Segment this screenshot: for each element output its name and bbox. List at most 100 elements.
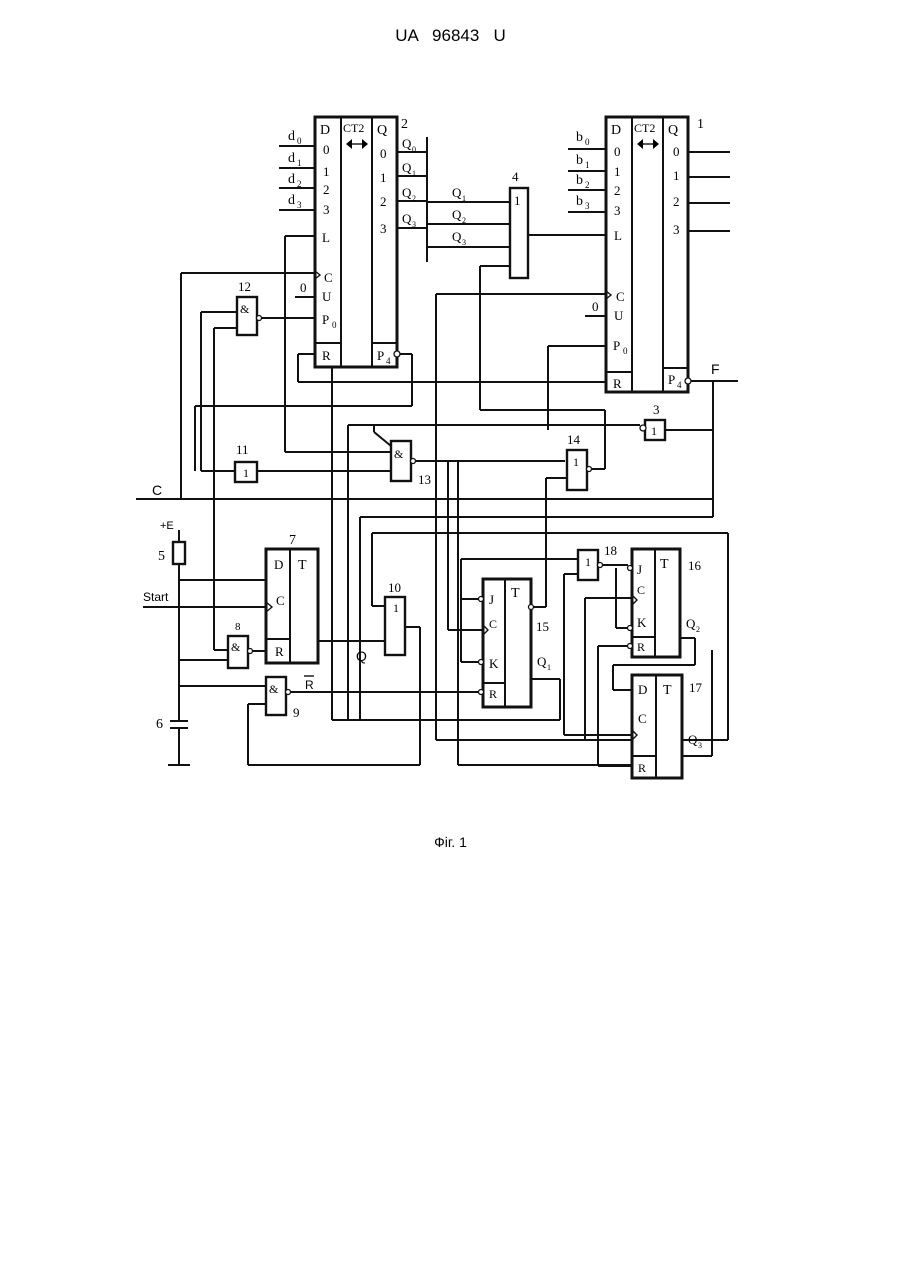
svg-text:R: R xyxy=(275,644,284,659)
gate-11: 1 11 xyxy=(235,442,257,482)
svg-text:15: 15 xyxy=(536,619,549,634)
svg-text:2: 2 xyxy=(673,194,680,209)
svg-text:2: 2 xyxy=(412,194,416,203)
svg-text:C: C xyxy=(324,270,333,285)
svg-text:1: 1 xyxy=(651,424,657,438)
counter-1: D CT2 Q 1 0 1 2 3 0 1 2 3 L C U P 0 R P … xyxy=(606,117,704,392)
svg-text:13: 13 xyxy=(418,472,431,487)
svg-text:U: U xyxy=(322,289,332,304)
gate-9: & 9 xyxy=(266,677,300,720)
svg-text:4: 4 xyxy=(386,356,391,366)
svg-text:3: 3 xyxy=(698,741,702,750)
ct2-number: 2 xyxy=(401,117,408,132)
svg-text:3: 3 xyxy=(585,201,590,211)
ct2-pin-q: Q xyxy=(377,123,387,138)
svg-text:C: C xyxy=(489,617,497,631)
svg-text:L: L xyxy=(614,228,622,243)
signal-c: C xyxy=(152,482,162,498)
svg-text:0: 0 xyxy=(332,320,337,330)
svg-text:4: 4 xyxy=(677,380,682,390)
svg-text:4: 4 xyxy=(512,169,519,184)
svg-text:Q: Q xyxy=(356,648,367,664)
svg-text:C: C xyxy=(616,289,625,304)
svg-text:U: U xyxy=(614,308,624,323)
svg-text:1: 1 xyxy=(412,169,416,178)
d-inputs: d0 d1 d2 d3 xyxy=(279,129,315,210)
svg-text:18: 18 xyxy=(604,543,617,558)
b-inputs: b0 b1 b2 b3 xyxy=(568,130,606,212)
svg-text:d: d xyxy=(288,172,295,187)
svg-text:Q: Q xyxy=(688,732,698,747)
svg-text:1: 1 xyxy=(462,194,466,203)
svg-text:P: P xyxy=(668,372,675,387)
svg-text:R: R xyxy=(305,678,314,692)
svg-text:0: 0 xyxy=(673,144,680,159)
signal-f: F xyxy=(711,361,720,377)
svg-text:CT2: CT2 xyxy=(634,121,655,135)
svg-text:T: T xyxy=(663,683,672,698)
ct2-pin-d: D xyxy=(320,123,330,138)
svg-text:6: 6 xyxy=(156,717,163,732)
counter-2: D CT2 Q 2 0 1 2 3 0 1 2 3 L C U P 0 R P … xyxy=(315,117,408,367)
svg-text:5: 5 xyxy=(158,549,165,564)
svg-text:T: T xyxy=(298,558,307,573)
svg-text:16: 16 xyxy=(688,558,702,573)
svg-text:2: 2 xyxy=(297,179,302,189)
svg-text:Q: Q xyxy=(668,123,678,138)
svg-text:R: R xyxy=(489,687,497,701)
svg-text:Q: Q xyxy=(537,654,547,669)
svg-text:D: D xyxy=(611,123,621,138)
svg-text:T: T xyxy=(660,557,669,572)
svg-text:0: 0 xyxy=(300,280,307,295)
svg-text:b: b xyxy=(576,173,583,188)
svg-text:1: 1 xyxy=(573,455,579,469)
svg-text:3: 3 xyxy=(297,200,302,210)
svg-text:L: L xyxy=(322,230,330,245)
svg-text:0: 0 xyxy=(380,146,387,161)
svg-text:1: 1 xyxy=(585,160,590,170)
svg-text:Q: Q xyxy=(402,211,412,226)
svg-text:Q: Q xyxy=(452,229,462,244)
svg-text:0: 0 xyxy=(623,346,628,356)
svg-text:J: J xyxy=(637,562,642,577)
svg-text:3: 3 xyxy=(462,238,466,247)
flipflop-17: D T C R 17 xyxy=(632,675,703,778)
svg-text:0: 0 xyxy=(614,144,621,159)
svg-text:2: 2 xyxy=(614,183,621,198)
svg-text:R: R xyxy=(613,376,622,391)
svg-text:1: 1 xyxy=(514,193,521,208)
svg-text:&: & xyxy=(231,640,241,654)
svg-text:+E: +E xyxy=(160,520,174,532)
svg-text:D: D xyxy=(638,682,647,697)
svg-text:P: P xyxy=(322,312,329,327)
svg-text:D: D xyxy=(274,557,283,572)
svg-text:P: P xyxy=(377,348,384,363)
capacitor-6: 6 xyxy=(156,717,190,765)
resistor-5: +E 5 xyxy=(158,520,185,564)
svg-text:Q: Q xyxy=(452,185,462,200)
svg-text:K: K xyxy=(637,615,647,630)
gate-12: & 12 xyxy=(237,279,262,335)
svg-text:1: 1 xyxy=(393,601,399,615)
svg-text:b: b xyxy=(576,130,583,145)
signal-start: Start xyxy=(143,590,169,604)
svg-text:Q: Q xyxy=(402,185,412,200)
svg-text:Q: Q xyxy=(686,616,696,631)
svg-text:11: 11 xyxy=(236,442,249,457)
svg-text:1: 1 xyxy=(673,168,680,183)
svg-text:b: b xyxy=(576,153,583,168)
svg-text:&: & xyxy=(240,302,250,316)
svg-text:10: 10 xyxy=(388,580,401,595)
flipflop-7: D T C R 7 xyxy=(266,533,318,663)
gate-10: 1 10 xyxy=(385,580,405,655)
gate-18: 1 18 xyxy=(578,543,617,580)
svg-text:3: 3 xyxy=(673,222,680,237)
svg-text:&: & xyxy=(269,682,279,696)
gate-4: 1 4 xyxy=(510,169,528,278)
svg-text:&: & xyxy=(394,447,404,461)
svg-text:1: 1 xyxy=(614,164,621,179)
svg-text:3: 3 xyxy=(380,221,387,236)
svg-text:1: 1 xyxy=(380,170,387,185)
svg-text:3: 3 xyxy=(323,202,330,217)
